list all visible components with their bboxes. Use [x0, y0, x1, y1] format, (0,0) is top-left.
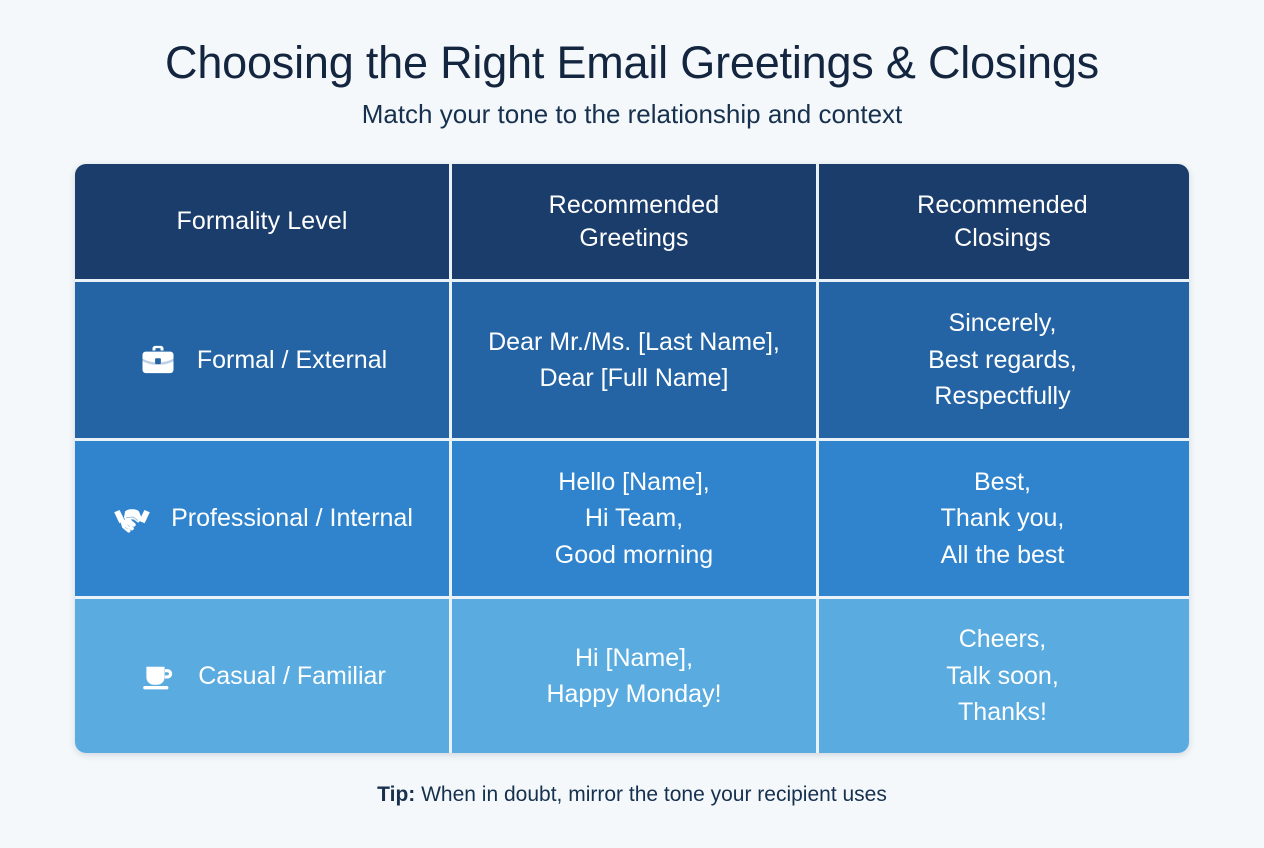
- column-header-line-1: Recommended: [917, 190, 1088, 219]
- closing-item: All the best: [940, 540, 1065, 569]
- greeting-item: Dear [Full Name]: [539, 364, 729, 392]
- closings-cell-professional: Best, Thank you, All the best: [816, 441, 1186, 596]
- greetings-list: Dear Mr./Ms. [Last Name], Dear [Full Nam…: [488, 324, 780, 397]
- table-row-formal-external: Formal / External Dear Mr./Ms. [Last Nam…: [75, 279, 1189, 438]
- closing-item: Respectfully: [934, 382, 1071, 411]
- handshake-icon: [111, 498, 153, 540]
- level-label: Formal / External: [196, 345, 388, 374]
- greeting-item: Hello [Name],: [558, 467, 710, 496]
- greeting-item: Hi Team,: [584, 504, 684, 533]
- closings-list: Sincerely, Best regards, Respectfully: [928, 305, 1077, 415]
- closings-cell-formal: Sincerely, Best regards, Respectfully: [816, 282, 1186, 438]
- closing-item: Thank you,: [940, 504, 1065, 533]
- column-header-line-1: Recommended: [548, 190, 720, 219]
- closing-item: Thanks!: [958, 698, 1047, 727]
- level-cell-casual: Casual / Familiar: [75, 599, 449, 753]
- closings-list: Best, Thank you, All the best: [941, 464, 1065, 574]
- greeting-item: Dear Mr./Ms. [Last Name],: [488, 327, 780, 356]
- briefcase-icon: [137, 339, 179, 381]
- level-inner: Professional / Internal: [111, 498, 413, 540]
- column-header-line-2: Closings: [954, 223, 1051, 252]
- closing-item: Sincerely,: [948, 309, 1057, 338]
- column-header-line-2: Greetings: [579, 223, 689, 252]
- closing-item: Talk soon,: [946, 661, 1059, 690]
- closing-item: Best regards,: [928, 345, 1077, 374]
- greetings-cell-casual: Hi [Name], Happy Monday!: [449, 599, 816, 753]
- table-row-casual-familiar: Casual / Familiar Hi [Name], Happy Monda…: [75, 596, 1189, 753]
- table-row-professional-internal: Professional / Internal Hello [Name], Hi…: [75, 438, 1189, 596]
- column-header-label: Recommended Greetings: [549, 189, 720, 255]
- greeting-item: Hi [Name],: [574, 643, 694, 672]
- footer-tip: Tip: When in doubt, mirror the tone your…: [0, 783, 1264, 807]
- column-header-label: Recommended Closings: [917, 189, 1088, 255]
- tip-label: Tip:: [377, 783, 416, 806]
- header-block: Choosing the Right Email Greetings & Clo…: [0, 0, 1264, 130]
- closings-cell-casual: Cheers, Talk soon, Thanks!: [816, 599, 1186, 753]
- greeting-item: Happy Monday!: [546, 680, 722, 708]
- level-inner: Casual / Familiar: [138, 655, 386, 697]
- level-inner: Formal / External: [137, 339, 387, 381]
- level-label: Professional / Internal: [171, 504, 413, 533]
- greetings-cell-formal: Dear Mr./Ms. [Last Name], Dear [Full Nam…: [449, 282, 816, 438]
- greetings-list: Hi [Name], Happy Monday!: [546, 640, 721, 713]
- column-header-recommended-closings: Recommended Closings: [816, 164, 1186, 279]
- greeting-item: Good morning: [554, 540, 714, 569]
- page-subtitle: Match your tone to the relationship and …: [361, 99, 903, 130]
- column-header-formality-level: Formality Level: [75, 164, 449, 279]
- tip-text: When in doubt, mirror the tone your reci…: [421, 783, 887, 806]
- level-cell-professional: Professional / Internal: [75, 441, 449, 596]
- greetings-list: Hello [Name], Hi Team, Good morning: [555, 464, 713, 574]
- column-header-recommended-greetings: Recommended Greetings: [449, 164, 816, 279]
- greetings-cell-professional: Hello [Name], Hi Team, Good morning: [449, 441, 816, 596]
- formality-matrix-table: Formality Level Recommended Greetings Re…: [75, 164, 1189, 753]
- page-title: Choosing the Right Email Greetings & Clo…: [165, 37, 1099, 88]
- table-header-row: Formality Level Recommended Greetings Re…: [75, 164, 1189, 279]
- level-label: Casual / Familiar: [198, 661, 386, 690]
- closing-item: Best,: [974, 467, 1031, 496]
- level-cell-formal: Formal / External: [75, 282, 449, 438]
- closing-item: Cheers,: [958, 625, 1047, 654]
- closings-list: Cheers, Talk soon, Thanks!: [946, 621, 1059, 731]
- coffee-cup-icon: [138, 655, 180, 697]
- column-header-label: Formality Level: [176, 207, 348, 235]
